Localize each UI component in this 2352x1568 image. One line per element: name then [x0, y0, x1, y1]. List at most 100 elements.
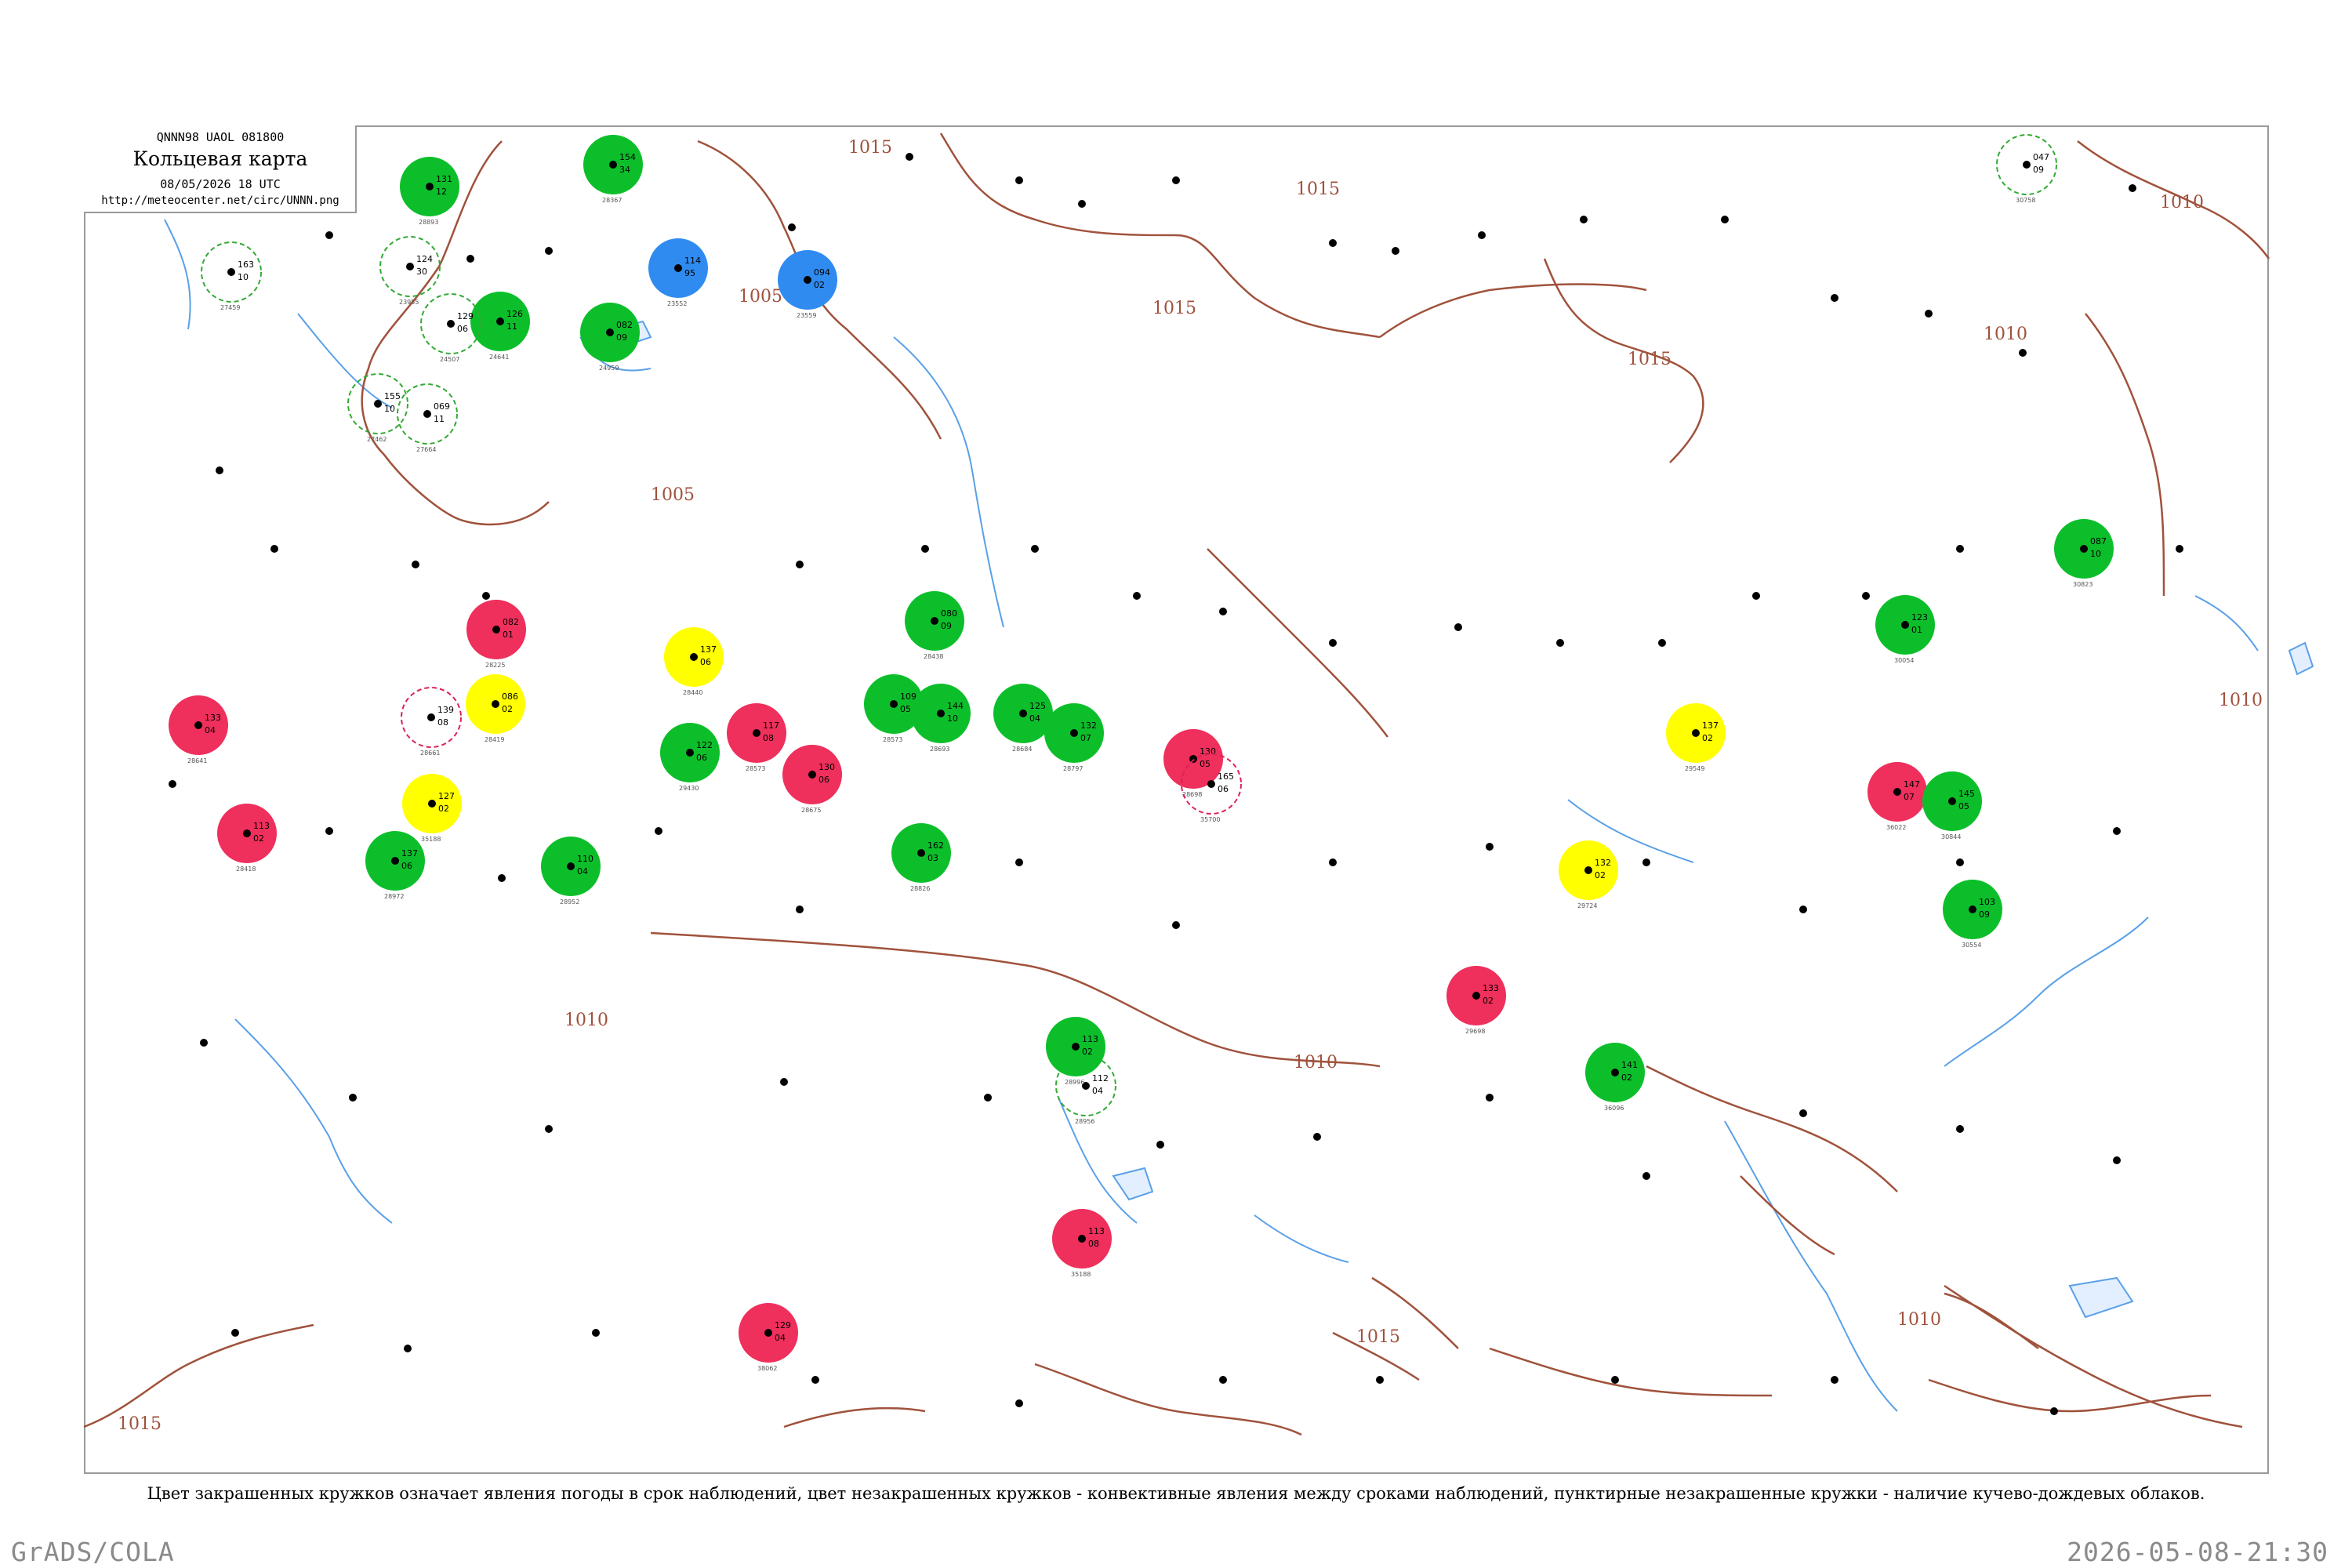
station-index: 27459: [220, 304, 240, 311]
station-pressure: 082: [503, 617, 519, 627]
station-dot: [391, 857, 399, 865]
station-pressure: 133: [1483, 983, 1499, 993]
station-dot: [1611, 1069, 1619, 1076]
rivers: [164, 219, 2259, 1412]
isobar-label: 1010: [1294, 1053, 1338, 1073]
station-dot: [1472, 992, 1480, 1000]
station-index: 35700: [1200, 816, 1220, 823]
station-dot: [492, 626, 500, 633]
footer-timestamp: 2026-05-08-21:30: [2067, 1537, 2328, 1567]
source-url[interactable]: http://meteocenter.net/circ/UNNN.png: [101, 194, 339, 207]
station-dot: [1082, 1082, 1090, 1090]
station-tendency: 08: [437, 717, 448, 728]
station-tendency: 10: [238, 272, 249, 282]
station-tendency: 04: [1029, 713, 1040, 724]
station-pressure: 112: [1092, 1073, 1109, 1083]
station-pressure: 087: [2090, 536, 2107, 546]
station-pressure: 129: [775, 1320, 791, 1330]
station-index: 28684: [1012, 746, 1032, 753]
station-pressure: 155: [384, 391, 401, 401]
station-circle: [347, 373, 408, 434]
station-pressure: 147: [1904, 779, 1920, 789]
isobar-label: 1005: [651, 485, 695, 505]
station-dot: [890, 700, 898, 708]
station-tendency: 04: [775, 1333, 786, 1343]
station-index: 28893: [419, 219, 438, 226]
station-tendency: 95: [684, 268, 695, 278]
station-dot: [428, 800, 436, 808]
station-index: 35188: [421, 836, 441, 843]
station-pressure: 113: [1088, 1226, 1105, 1236]
station-tendency: 07: [1904, 792, 1915, 802]
station-tendency: 04: [205, 725, 216, 735]
station-pressure: 137: [401, 848, 418, 858]
station-index: 28440: [683, 689, 702, 696]
station-index: 28419: [485, 736, 504, 743]
station-tendency: 09: [2033, 165, 2044, 175]
station-pressure: 124: [416, 254, 433, 264]
station-index: 27462: [367, 436, 387, 443]
station-dot: [764, 1329, 772, 1337]
station-index: 29430: [679, 785, 699, 792]
map-header: QNNN98 UAOL 081800 Кольцевая карта 08/05…: [84, 125, 357, 213]
station-index: 28225: [485, 662, 505, 669]
station-tendency: 12: [436, 187, 447, 197]
station-circle: [1181, 753, 1242, 815]
isobar-label: 1015: [1628, 350, 1671, 369]
station-circle: [401, 687, 462, 748]
station-tendency: 10: [2090, 549, 2101, 559]
station-dot: [492, 700, 499, 708]
station-pressure: 094: [814, 267, 830, 278]
station-tendency: 02: [1621, 1073, 1632, 1083]
station-index: 29549: [1685, 765, 1704, 772]
station-circle: [379, 236, 441, 297]
station-pressure: 103: [1979, 897, 1995, 907]
